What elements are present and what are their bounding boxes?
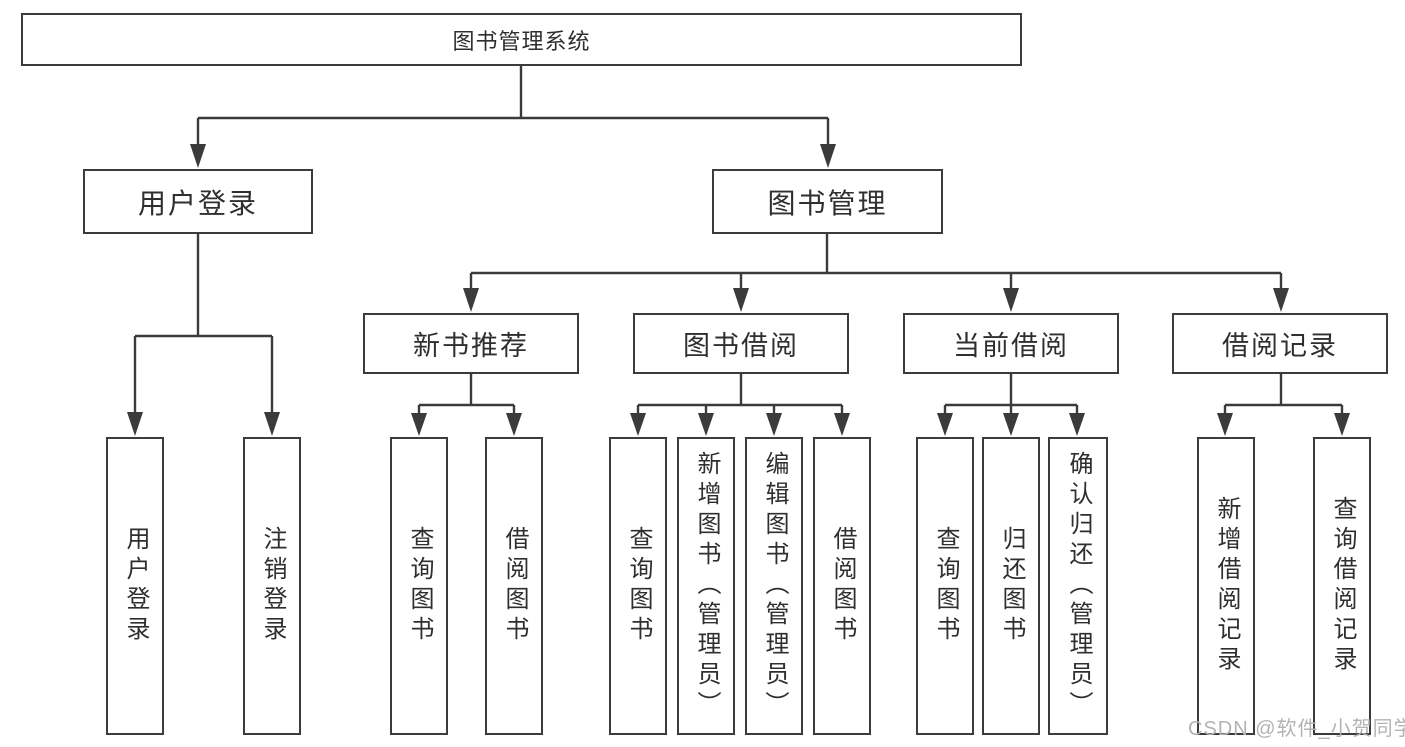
connector-borrow-record-to-leaves [1217, 374, 1350, 436]
node-current-borrow: 当前借阅 [903, 313, 1119, 374]
csdn-watermark: CSDN @软件_小贺同学 [1188, 718, 1405, 740]
leaf-borrow-add-books-admin: 新增图书（管理员） [677, 437, 735, 735]
node-book-borrow: 图书借阅 [633, 313, 849, 374]
leaf-current-confirm-return-admin: 确认归还（管理员） [1048, 437, 1108, 735]
leaf-logout: 注销登录 [243, 437, 301, 735]
connector-current-borrow-to-leaves [937, 374, 1085, 436]
node-book-management: 图书管理 [712, 169, 943, 234]
node-new-book-recommend: 新书推荐 [363, 313, 579, 374]
leaf-borrow-edit-books-admin: 编辑图书（管理员） [745, 437, 803, 735]
node-borrow-record: 借阅记录 [1172, 313, 1388, 374]
connector-book-management-to-level3 [463, 234, 1289, 312]
leaf-record-add: 新增借阅记录 [1197, 437, 1255, 735]
leaf-user-login: 用户登录 [106, 437, 164, 735]
leaf-newbook-borrow-books: 借阅图书 [485, 437, 543, 735]
connector-user-login-to-leaves [127, 234, 280, 436]
connector-new-book-to-leaves [411, 374, 522, 436]
node-user-login: 用户登录 [83, 169, 313, 234]
leaf-current-query-books: 查询图书 [916, 437, 974, 735]
leaf-record-query: 查询借阅记录 [1313, 437, 1371, 735]
node-root: 图书管理系统 [21, 13, 1022, 66]
leaf-newbook-query-books: 查询图书 [390, 437, 448, 735]
connector-book-borrow-to-leaves [630, 374, 850, 436]
leaf-borrow-query-books: 查询图书 [609, 437, 667, 735]
connector-root-to-level2 [190, 66, 836, 168]
leaf-current-return-books: 归还图书 [982, 437, 1040, 735]
leaf-borrow-borrow-books: 借阅图书 [813, 437, 871, 735]
